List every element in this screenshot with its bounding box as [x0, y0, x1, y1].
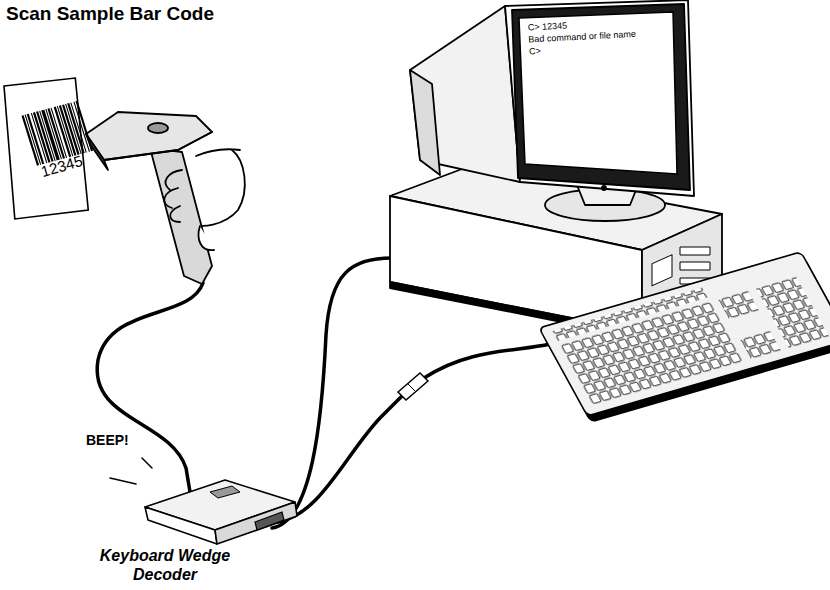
bar: [39, 111, 56, 161]
decoder-side: [215, 502, 297, 544]
keyboard-cable-end: [424, 344, 550, 378]
wedge-decoder: Keyboard Wedge Decoder: [60, 462, 310, 588]
barcode-sheet-outline: [4, 78, 90, 220]
diagram-title: Scan Sample Bar Code: [6, 3, 214, 25]
monitor-screen: C> 12345Bad command or file nameC>: [517, 12, 677, 174]
bar: [73, 102, 90, 152]
barcode-sheet: 12345: [4, 78, 90, 220]
keyboard: [539, 252, 830, 422]
decoder-button: [210, 486, 240, 498]
computer-cable: [272, 258, 392, 528]
text-group: C> 12345Bad command or file nameC>: [517, 4, 679, 58]
bar: [76, 101, 94, 152]
bar: [51, 108, 68, 158]
inline-connector: [398, 373, 428, 400]
bar: [25, 115, 42, 165]
paper-sheet: [4, 78, 88, 219]
scanner: [86, 112, 245, 284]
sound-marks: [110, 458, 152, 484]
node-text: Keyboard Wedge Decoder: [85, 546, 245, 584]
text-group: Keyboard Wedge Decoder: [60, 462, 245, 584]
keyboard-cable: [278, 396, 402, 522]
decoder-front: [145, 507, 217, 544]
monitor: [410, 0, 694, 221]
sound-label: BEEP!: [86, 432, 129, 448]
scanner-cable: [97, 283, 203, 492]
db-connector: [255, 512, 284, 530]
